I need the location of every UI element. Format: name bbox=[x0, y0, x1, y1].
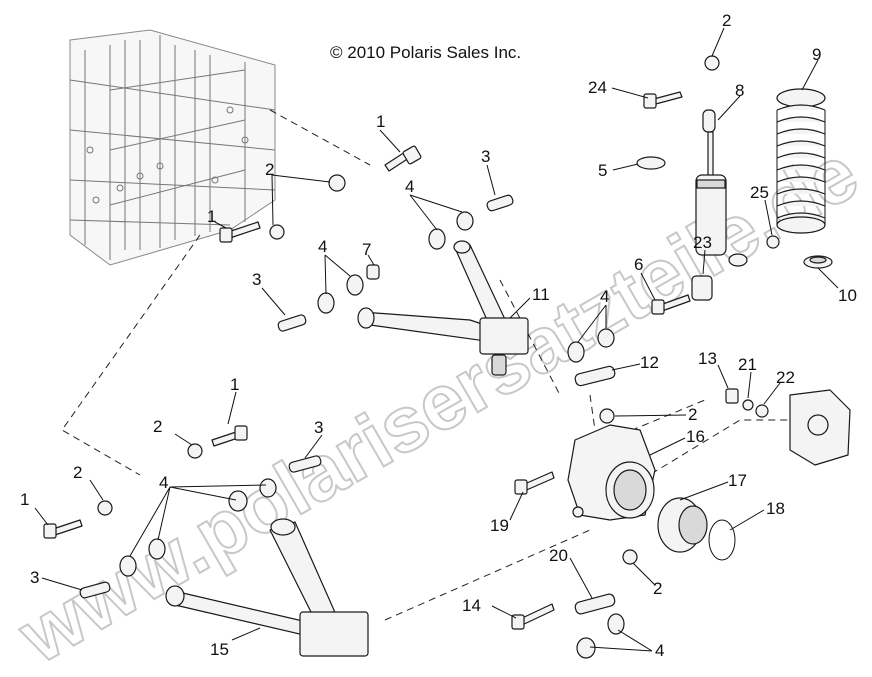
callout-label: 4 bbox=[405, 177, 414, 196]
callout-label: 4 bbox=[655, 641, 664, 660]
lower-a-arm bbox=[165, 518, 369, 657]
callout-label: 1 bbox=[230, 375, 239, 394]
callout-label: 1 bbox=[207, 207, 216, 226]
callout-label: 10 bbox=[838, 286, 857, 305]
callout-label: 24 bbox=[588, 78, 607, 97]
callout-label: 3 bbox=[481, 147, 490, 166]
callout-label: 2 bbox=[688, 405, 697, 424]
snap-ring bbox=[708, 519, 736, 561]
callout-label: 4 bbox=[159, 473, 168, 492]
callout-label: 4 bbox=[318, 237, 327, 256]
callout-label: 12 bbox=[640, 353, 659, 372]
fasteners bbox=[43, 55, 780, 659]
callout-labels: 2 9 24 8 1 3 2 4 5 25 1 4 7 23 6 10 3 11… bbox=[20, 11, 857, 660]
callout-label: 21 bbox=[738, 355, 757, 374]
callout-label: 3 bbox=[30, 568, 39, 587]
callout-label: 11 bbox=[532, 285, 550, 304]
bearing-carrier bbox=[567, 424, 656, 521]
callout-label: 25 bbox=[750, 183, 769, 202]
callout-label: 4 bbox=[600, 287, 609, 306]
callout-label: 3 bbox=[314, 418, 323, 437]
callout-label: 2 bbox=[265, 160, 274, 179]
leader-lines bbox=[34, 27, 839, 652]
vehicle-frame bbox=[69, 29, 276, 266]
callout-label: 1 bbox=[376, 112, 385, 131]
callout-label: 14 bbox=[462, 596, 481, 615]
callout-label: 22 bbox=[776, 368, 795, 387]
callout-label: 3 bbox=[252, 270, 261, 289]
callout-label: 23 bbox=[693, 233, 712, 252]
callout-label: 7 bbox=[362, 240, 371, 259]
shock-absorber bbox=[695, 109, 748, 267]
callout-label: 20 bbox=[549, 546, 568, 565]
callout-label: 6 bbox=[634, 255, 643, 274]
callout-label: 1 bbox=[20, 490, 29, 509]
spring-retainer bbox=[803, 255, 833, 269]
wheel-bearing bbox=[657, 497, 708, 553]
coil-spring bbox=[776, 88, 826, 234]
callout-label: 2 bbox=[653, 579, 662, 598]
callout-label: 16 bbox=[686, 427, 705, 446]
callout-label: 15 bbox=[210, 640, 229, 659]
callout-label: 19 bbox=[490, 516, 509, 535]
callout-label: 2 bbox=[722, 11, 731, 30]
brake-caliper bbox=[789, 389, 851, 466]
callout-label: 17 bbox=[728, 471, 747, 490]
callout-label: 2 bbox=[153, 417, 162, 436]
callout-label: 18 bbox=[766, 499, 785, 518]
callout-label: 2 bbox=[73, 463, 82, 482]
upper-a-arm bbox=[357, 240, 529, 376]
callout-label: 13 bbox=[698, 349, 717, 368]
copyright-text: © 2010 Polaris Sales Inc. bbox=[330, 43, 521, 62]
callout-label: 5 bbox=[598, 161, 607, 180]
callout-label: 9 bbox=[812, 45, 821, 64]
callout-label: 8 bbox=[735, 81, 744, 100]
